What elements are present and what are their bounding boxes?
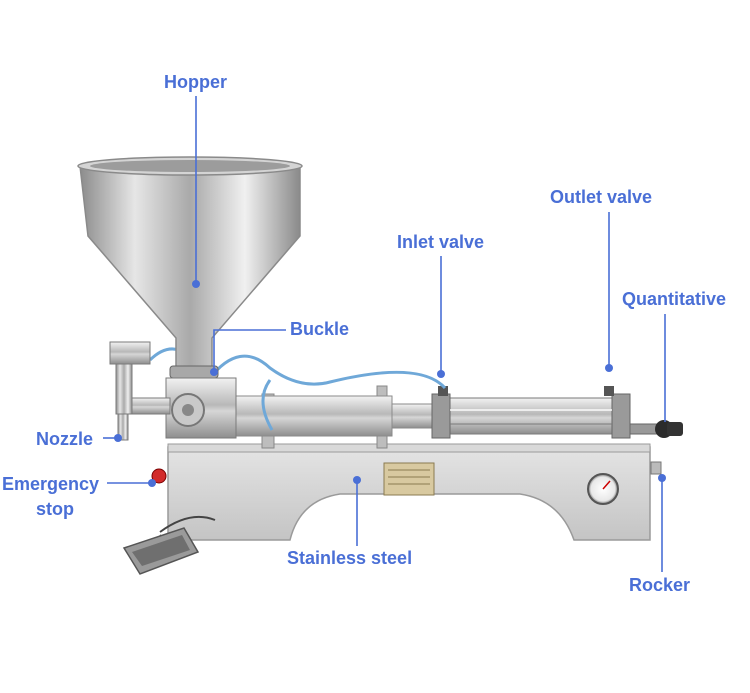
stainless-steel-dot bbox=[353, 476, 361, 484]
hopper bbox=[79, 165, 301, 369]
nameplate bbox=[383, 462, 435, 496]
nozzle-dot bbox=[114, 434, 122, 442]
emergency-stop-dot bbox=[148, 479, 156, 487]
rocker-dot bbox=[658, 474, 666, 482]
material-cylinder bbox=[231, 395, 393, 437]
emergency-stop-button bbox=[151, 468, 167, 484]
inlet-valve-label: Inlet valve bbox=[397, 232, 485, 252]
buckle-label: Buckle bbox=[290, 319, 350, 339]
rocker-label: Rocker bbox=[629, 575, 691, 595]
hopper-dot bbox=[192, 280, 200, 288]
inlet-valve-dot bbox=[437, 370, 445, 378]
quantitative-label: Quantitative bbox=[622, 289, 727, 309]
nozzle-tip bbox=[117, 413, 129, 441]
rocker-fitting bbox=[650, 461, 662, 475]
buckle-dot bbox=[210, 368, 218, 376]
hopper-label: Hopper bbox=[164, 72, 227, 92]
base-top-rim bbox=[167, 443, 651, 453]
outlet-valve-label: Outlet valve bbox=[550, 187, 653, 207]
buckle-leader-line bbox=[213, 329, 286, 370]
outlet-valve-dot bbox=[605, 364, 613, 372]
emergency-stop-label-line1: Emergency bbox=[2, 474, 100, 494]
air-cylinder bbox=[431, 397, 629, 435]
emergency-stop-label-line2: stop bbox=[36, 499, 74, 519]
nozzle-label: Nozzle bbox=[36, 429, 94, 449]
stainless-steel-label: Stainless steel bbox=[287, 548, 413, 568]
